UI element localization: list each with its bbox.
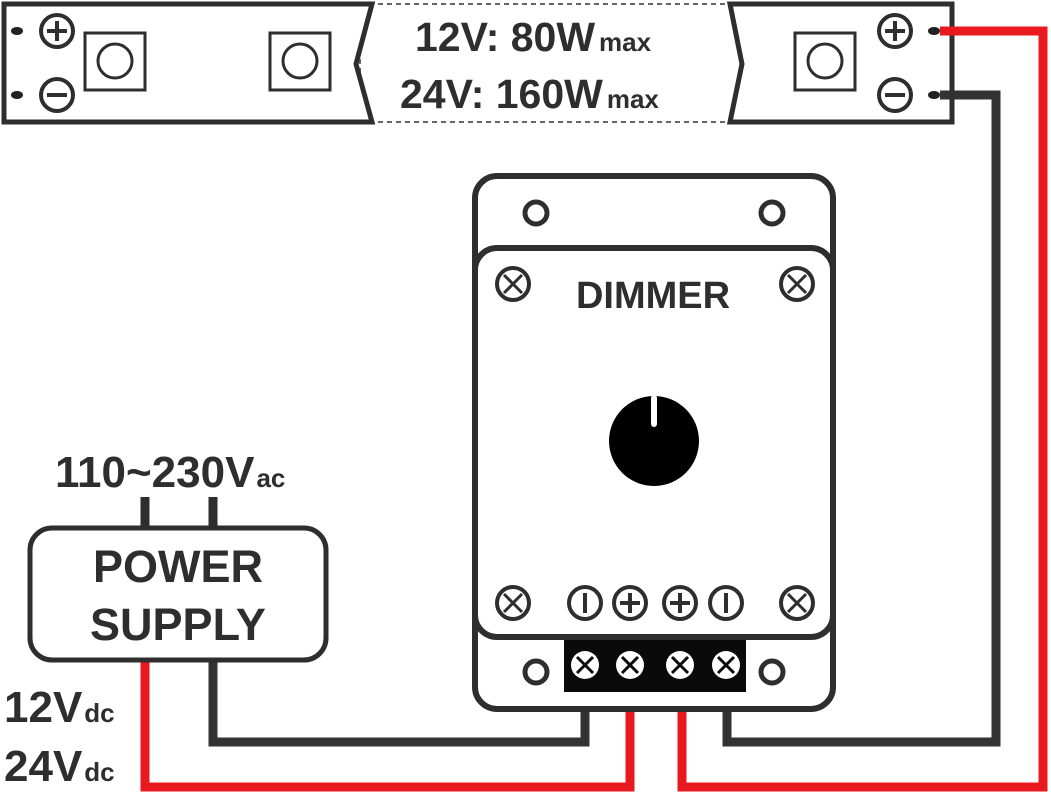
output-voltage-label: 12Vdc 24Vdc	[4, 683, 115, 791]
rating-suffix: max	[607, 84, 660, 114]
output-voltage-12v: 12Vdc	[4, 683, 115, 732]
rating-suffix: max	[599, 27, 652, 57]
power-supply-label-line2: SUPPLY	[90, 599, 266, 650]
terminal-screw	[616, 651, 644, 679]
screw-icon	[779, 266, 815, 302]
wire-psu-positive	[140, 660, 635, 792]
output-voltage-24v: 24Vdc	[4, 742, 115, 791]
terminal-label-positive-out	[662, 585, 698, 621]
dimmer-title: DIMMER	[576, 275, 730, 317]
mounting-hole	[758, 199, 786, 227]
strip-right-positive-pad	[877, 13, 940, 49]
mounting-hole	[758, 658, 786, 686]
dimmer: DIMMER	[472, 173, 836, 712]
terminal-screw	[571, 651, 599, 679]
mounting-hole	[522, 658, 550, 686]
dimmer-knob[interactable]	[609, 395, 699, 486]
wire-psu-negative	[208, 660, 590, 747]
power-supply: POWER SUPPLY 110~230Vac	[27, 448, 329, 663]
strip-left-positive-pad	[11, 13, 75, 49]
power-supply-input-voltage: 110~230Vac	[55, 448, 285, 497]
led-chip	[793, 31, 857, 92]
terminal-screw	[666, 651, 694, 679]
terminal-label-negative-out	[708, 585, 744, 621]
strip-right-negative-pad	[877, 77, 940, 113]
mounting-hole	[522, 199, 550, 227]
screw-icon	[495, 585, 531, 621]
strip-cut-section	[359, 3, 741, 123]
terminal-label-negative-in	[567, 585, 603, 621]
wires	[140, 26, 1048, 792]
led-chip	[83, 31, 147, 92]
screw-icon	[779, 585, 815, 621]
led-chip	[268, 31, 332, 92]
screw-icon	[495, 266, 531, 302]
wire-strip-positive	[677, 26, 1048, 792]
power-supply-box	[27, 525, 329, 663]
terminal-screw	[712, 651, 740, 679]
terminal-label-positive-in	[612, 585, 648, 621]
strip-left-negative-pad	[11, 77, 75, 113]
wire-strip-negative	[722, 90, 1001, 747]
power-supply-label-line1: POWER	[93, 541, 263, 592]
